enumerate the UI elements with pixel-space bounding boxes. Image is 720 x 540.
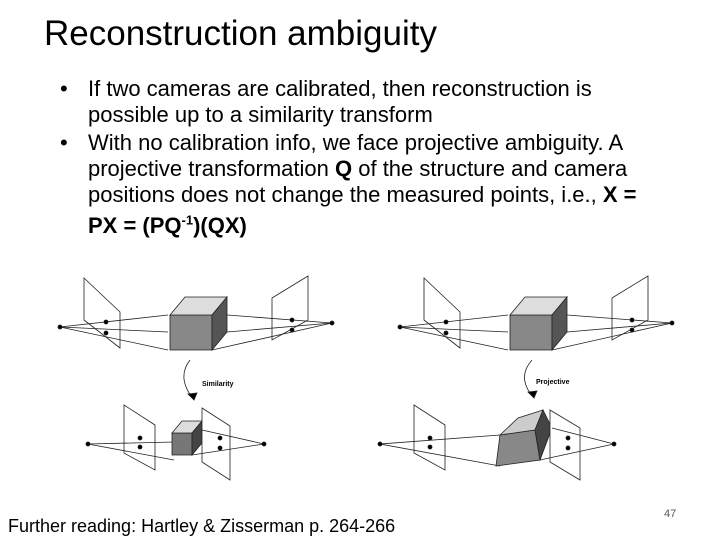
bullet-list: • If two cameras are calibrated, then re… <box>60 76 660 241</box>
similarity-top-scene <box>57 275 335 352</box>
equation-part1: X = PX = (PQ <box>88 182 637 239</box>
bullet-text: If two cameras are calibrated, then reco… <box>88 76 592 127</box>
matrix-q-label: Q <box>335 156 353 181</box>
equation-superscript: -1 <box>181 213 194 228</box>
similarity-bottom-scene <box>85 404 267 481</box>
bullet-marker: • <box>60 130 68 155</box>
projective-bottom-scene <box>377 404 617 481</box>
equation-part2: )(QX) <box>193 213 247 239</box>
reconstruction-figure: Similarity Projective <box>57 275 675 481</box>
projective-label: Projective <box>536 379 570 386</box>
bullet-text-part2: of the structure and camera positions do… <box>88 156 628 207</box>
further-reading: Further reading: Hartley & Zisserman p. … <box>8 516 396 536</box>
slide-title: Reconstruction ambiguity <box>44 14 437 53</box>
page-number: 47 <box>664 508 677 520</box>
bullet-marker: • <box>60 76 68 101</box>
projective-top-scene <box>397 275 675 352</box>
bullet-item-projective: • With no calibration info, we face proj… <box>60 130 660 239</box>
similarity-label: Similarity <box>202 381 234 388</box>
equation: X = PX = (PQ-1)(QX) <box>88 182 637 238</box>
bullet-item-calibrated: • If two cameras are calibrated, then re… <box>60 76 660 128</box>
bullet-text-part1: With no calibration info, we face projec… <box>88 130 622 181</box>
